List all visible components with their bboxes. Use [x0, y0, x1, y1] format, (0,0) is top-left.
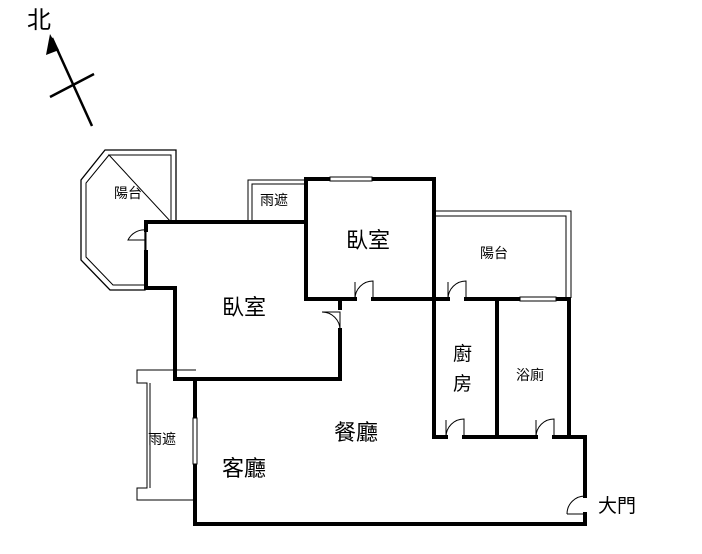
room-labels: 臥室 臥室 餐廳 客廳 廚 房 浴廁 大門	[222, 229, 636, 517]
living-label: 客廳	[222, 457, 266, 482]
canopy-top: 雨遮	[247, 179, 306, 222]
window-bedroom-top	[329, 176, 373, 182]
door-bedroom-main	[321, 311, 341, 331]
balcony-left-label: 陽台	[114, 186, 142, 202]
door-balcony-right	[447, 280, 467, 300]
balcony-right: 陽台	[434, 210, 572, 298]
door-kitchen	[445, 418, 465, 438]
door-entrance	[566, 495, 586, 515]
canopy-top-label: 雨遮	[260, 193, 288, 209]
windows	[192, 176, 557, 465]
door-bathroom	[535, 418, 555, 438]
entrance-label: 大門	[598, 495, 636, 517]
canopy-left: 雨遮	[136, 369, 196, 501]
bedroom-second-label: 臥室	[346, 229, 390, 254]
dining-label: 餐廳	[334, 421, 378, 446]
doors	[127, 229, 586, 515]
window-bathroom	[519, 296, 557, 302]
kitchen-label-1: 廚	[453, 342, 472, 365]
compass-needle	[50, 37, 94, 127]
balcony-right-label: 陽台	[480, 246, 508, 262]
kitchen-label-2: 房	[453, 373, 472, 395]
compass-arrow-icon	[46, 34, 59, 55]
compass-north-label: 北	[27, 6, 51, 34]
door-balcony-left	[127, 229, 147, 250]
north-compass: 北	[27, 6, 95, 127]
bedroom-main-label: 臥室	[222, 296, 266, 321]
bathroom-label: 浴廁	[516, 367, 544, 384]
compass-crossbar	[49, 72, 95, 99]
door-bedroom-second	[354, 280, 374, 300]
walls	[144, 177, 587, 526]
canopy-left-label: 雨遮	[148, 432, 176, 448]
window-living	[192, 417, 198, 465]
